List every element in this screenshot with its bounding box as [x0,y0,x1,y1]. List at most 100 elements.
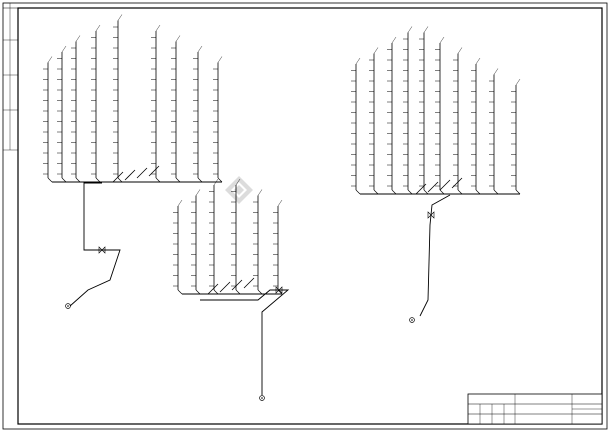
riser-tag-leader [61,45,67,53]
riser-tag-leader [235,178,241,186]
inlet-symbol-dot [411,319,413,321]
riser-foot [515,189,521,195]
riser-tag-leader [175,35,181,42]
riser-left-1 [43,56,53,183]
riser-tag-leader [277,199,283,207]
riser-left-7 [171,35,181,183]
riser-right-3 [387,36,397,195]
riser-tag-leader [117,14,123,21]
riser-tag-leader [197,45,203,53]
riser-middle-1 [173,199,183,295]
header-diagonal [207,283,219,295]
main-supply-pipe [200,289,290,395]
riser-foot [439,189,445,195]
riser-foot [493,189,499,195]
riser-right-9 [489,68,499,195]
riser-foot [407,189,413,195]
riser-foot [95,177,101,183]
riser-tag-leader [475,57,481,65]
riser-tag-leader [95,24,101,32]
riser-foot [177,289,183,295]
header-diagonal [136,167,148,179]
riser-tag-leader [407,26,413,33]
riser-foot [213,289,219,295]
valve-symbol [427,211,435,219]
watermark [225,176,253,204]
riser-left-2 [57,45,67,183]
riser-foot [75,177,81,183]
valve-symbol [98,246,106,254]
inner-border [17,7,603,425]
header-diagonal [124,169,136,181]
riser-tag-leader [373,47,379,54]
riser-foot [391,189,397,195]
header-diagonal [415,183,427,195]
title-block [467,393,603,425]
riser-tag-leader [195,189,201,196]
header-diagonal [451,177,463,189]
riser-foot [175,177,181,183]
riser-foot [217,177,223,183]
riser-middle-4 [231,178,241,295]
inlet-symbol-dot [67,305,69,307]
riser-foot [197,177,203,183]
riser-middle-3 [209,178,219,295]
riser-foot [155,177,161,183]
riser-middle-5 [253,189,263,295]
riser-tag-leader [75,35,81,42]
riser-tag-leader [257,189,263,196]
riser-tag-leader [423,26,429,33]
riser-system-left [43,14,223,309]
riser-foot [457,189,463,195]
riser-systems [43,14,521,401]
riser-foot [355,189,361,195]
header-diagonal [427,181,439,193]
riser-tag-leader [177,199,183,207]
header-diagonal [231,279,243,291]
riser-foot [257,289,263,295]
riser-foot [373,189,379,195]
riser-foot [117,177,123,183]
riser-foot [195,289,201,295]
riser-left-6 [151,24,161,183]
inlet-symbol [409,317,415,323]
riser-foot [423,189,429,195]
riser-right-10 [511,78,521,195]
riser-tag-leader [213,178,219,186]
valve-symbol [275,286,283,294]
header-diagonal [219,281,231,293]
main-supply-pipe [419,194,451,317]
riser-foot [61,177,67,183]
riser-tag-leader [515,78,521,86]
header-diagonal [112,171,124,183]
riser-left-5 [113,14,123,183]
inlet-symbol [259,395,265,401]
riser-left-4 [91,24,101,183]
header-diagonal [243,277,255,289]
inlet-symbol [65,303,71,309]
riser-right-1 [351,57,361,195]
riser-tag-leader [457,47,463,54]
riser-tag-leader [217,56,223,63]
riser-foot [475,189,481,195]
riser-right-8 [471,57,481,195]
riser-tag-leader [391,36,397,44]
riser-tag-leader [493,68,499,75]
binding-strip [3,3,18,151]
tumu-zaixian-logo [225,176,253,204]
main-supply-pipe [69,182,121,307]
riser-foot [235,289,241,295]
riser-right-5 [419,26,429,195]
riser-right-4 [403,26,413,195]
riser-tag-leader [155,24,161,32]
riser-system-middle [173,178,290,401]
riser-tag-leader [47,56,53,63]
header-diagonal [148,165,160,177]
riser-right-6 [435,36,445,195]
inlet-symbol-dot [261,397,263,399]
riser-middle-2 [191,189,201,295]
riser-tag-leader [439,36,445,44]
riser-left-8 [193,45,203,183]
header-diagonal [439,179,451,191]
